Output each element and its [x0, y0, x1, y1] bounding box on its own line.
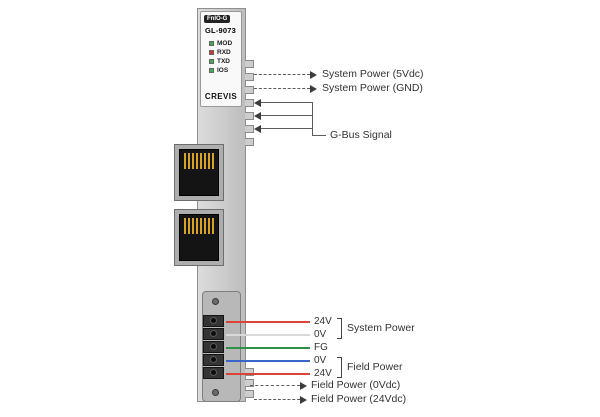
rj45-pin — [188, 153, 190, 169]
wire-0v-system — [226, 334, 310, 336]
field-power-group-label: Field Power — [347, 361, 403, 373]
terminal-screw-icon — [210, 330, 217, 337]
system-power-group-label: System Power — [347, 322, 415, 334]
wire-label-fg: FG — [314, 342, 328, 353]
bus-connector-finger — [245, 390, 254, 398]
gbus-stub-line — [312, 135, 326, 136]
terminal-screw-icon — [210, 356, 217, 363]
field-power-0v-label: Field Power (0Vdc) — [311, 379, 401, 391]
mounting-screw-icon — [212, 389, 219, 396]
field-power-24v-label: Field Power (24Vdc) — [311, 393, 407, 405]
rj45-pin — [184, 153, 186, 169]
arrow-right-icon — [310, 71, 317, 79]
led-row-ios: IOS — [209, 66, 232, 75]
rj45-pin — [212, 153, 214, 169]
bus-connector-finger — [245, 60, 254, 68]
rj45-socket-icon — [179, 214, 219, 261]
system-power-gnd-line — [254, 88, 310, 89]
arrow-left-icon — [254, 125, 261, 133]
gbus-line — [261, 115, 312, 116]
system-power-gnd-label: System Power (GND) — [322, 82, 423, 94]
brand-label: CREVIS — [204, 92, 238, 101]
wire-label-0v-field: 0V — [314, 355, 327, 366]
rj45-pin — [200, 153, 202, 169]
gbus-junction-line — [312, 102, 313, 135]
bus-connector-finger — [245, 138, 254, 146]
arrow-left-icon — [254, 99, 261, 107]
terminal-screw-icon — [210, 343, 217, 350]
field-power-24v-line — [254, 399, 300, 400]
bus-connector-finger — [245, 86, 254, 94]
terminal-screw-icon — [210, 369, 217, 376]
led-indicator-icon — [209, 59, 214, 64]
series-badge: FnIO-G — [204, 15, 231, 23]
rj45-pin — [184, 218, 186, 234]
rj45-pin — [208, 218, 210, 234]
led-indicator-icon — [209, 50, 214, 55]
bus-connector-finger — [245, 125, 254, 133]
bus-connector-finger — [245, 368, 254, 376]
rj45-pin — [200, 218, 202, 234]
system-power-5v-line — [254, 74, 310, 75]
arrow-right-icon — [300, 396, 307, 404]
wire-label-24v-system: 24V — [314, 316, 332, 327]
field-power-bracket — [337, 357, 342, 378]
bus-connector-finger — [245, 379, 254, 387]
rj45-pin — [192, 153, 194, 169]
led-row-rxd: RXD — [209, 48, 232, 57]
system-power-5v-label: System Power (5Vdc) — [322, 68, 424, 80]
terminal-24v-field — [203, 367, 224, 379]
led-label: TXD — [217, 58, 230, 65]
bus-connector-finger — [245, 112, 254, 120]
bus-connector-finger — [245, 99, 254, 107]
wire-label-0v-system: 0V — [314, 329, 327, 340]
gbus-line — [261, 128, 312, 129]
led-indicator-icon — [209, 68, 214, 73]
terminal-fg — [203, 341, 224, 353]
mounting-screw-icon — [212, 298, 219, 305]
rj45-pin — [196, 218, 198, 234]
led-row-mod: MOD — [209, 39, 232, 48]
rj45-pin — [192, 218, 194, 234]
terminal-0v-field — [203, 354, 224, 366]
terminal-0v-system — [203, 328, 224, 340]
led-indicator-icon — [209, 41, 214, 46]
led-label: MOD — [217, 40, 233, 47]
gbus-line — [261, 102, 312, 103]
led-block: MOD RXD TXD IOS — [209, 39, 232, 75]
arrow-right-icon — [310, 85, 317, 93]
led-label: IOS — [217, 67, 229, 74]
terminal-24v-system — [203, 315, 224, 327]
rj45-pin — [188, 218, 190, 234]
arrow-left-icon — [254, 112, 261, 120]
field-power-0v-line — [250, 385, 300, 386]
terminal-screw-icon — [210, 317, 217, 324]
wire-0v-field — [226, 360, 310, 362]
arrow-right-icon — [300, 382, 307, 390]
rj45-pin — [196, 153, 198, 169]
wire-fg — [226, 347, 310, 349]
wire-24v-system — [226, 321, 310, 323]
led-row-txd: TXD — [209, 57, 232, 66]
rj45-pin — [204, 218, 206, 234]
system-power-bracket — [337, 318, 342, 339]
ethernet-port-2 — [174, 209, 224, 266]
wire-label-24v-field: 24V — [314, 368, 332, 379]
rj45-socket-icon — [179, 149, 219, 196]
bus-connector-finger — [245, 73, 254, 81]
ethernet-port-1 — [174, 144, 224, 201]
gbus-signal-label: G-Bus Signal — [330, 129, 392, 141]
model-label: GL-9073 — [205, 26, 236, 35]
rj45-pin — [212, 218, 214, 234]
front-panel: FnIO-G GL-9073 MOD RXD TXD IOS CREVIS — [200, 11, 242, 107]
wire-24v-field — [226, 373, 310, 375]
rj45-pin — [208, 153, 210, 169]
led-label: RXD — [217, 49, 231, 56]
rj45-pin — [204, 153, 206, 169]
